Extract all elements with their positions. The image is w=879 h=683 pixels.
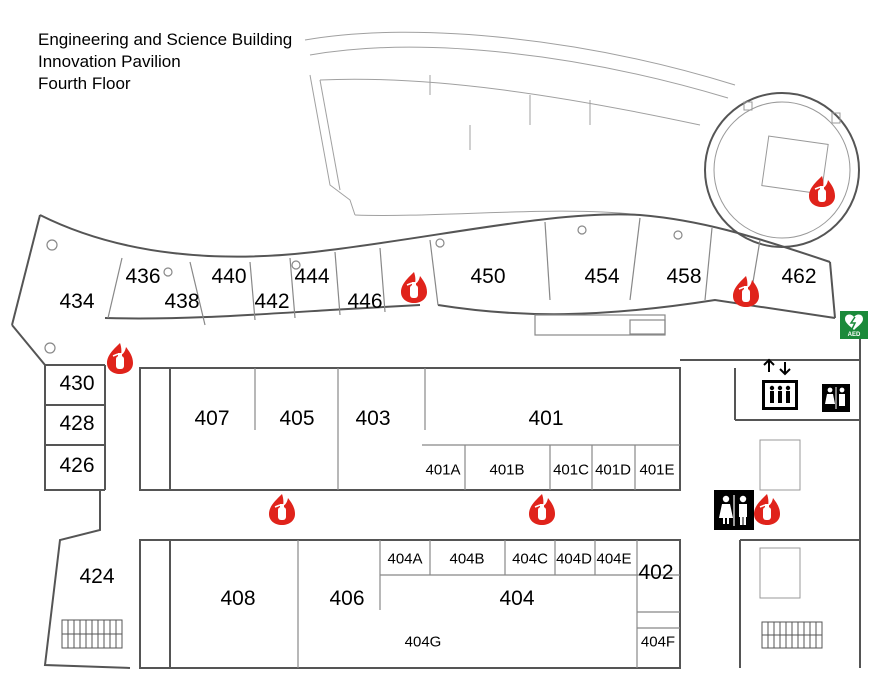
elevator-icon <box>762 358 798 410</box>
room-label: 438 <box>164 290 200 313</box>
round-tower <box>704 92 860 248</box>
building-name: Engineering and Science Building <box>38 30 293 49</box>
fire-extinguisher-icon <box>808 175 836 208</box>
room-label: 401E <box>639 461 675 479</box>
room-label: 401D <box>595 461 631 479</box>
restroom-icon <box>714 490 754 530</box>
room-label: 430 <box>59 372 95 395</box>
aed-sign <box>840 311 868 339</box>
fire-extinguisher-icon <box>268 493 296 526</box>
fire-extinguisher-icon <box>732 275 760 308</box>
room-label: 454 <box>584 265 620 288</box>
pavilion-name: Innovation Pavilion <box>38 52 181 71</box>
fire-extinguisher-icon <box>753 493 781 526</box>
room-label: 458 <box>666 265 702 288</box>
room-label: 402 <box>638 561 674 584</box>
room-label: 401B <box>489 461 525 479</box>
room-label: 424 <box>79 565 115 588</box>
room-label: 404B <box>449 550 485 568</box>
central-block <box>139 367 681 669</box>
room-label: 408 <box>220 587 256 610</box>
fire-extinguisher-icon <box>528 493 556 526</box>
room-label: 407 <box>194 407 230 430</box>
room-label: 450 <box>470 265 506 288</box>
room-label: 406 <box>329 587 365 610</box>
room-label: 436 <box>125 265 161 288</box>
floor-name: Fourth Floor <box>38 74 131 93</box>
room-label: 404 <box>499 587 535 610</box>
room-label: 428 <box>59 412 95 435</box>
central-partitions <box>254 368 680 668</box>
map-title-block: Engineering and Science Building Innovat… <box>38 29 292 95</box>
fire-extinguisher-icon <box>400 271 428 304</box>
room-label: 401A <box>425 461 461 479</box>
room-label: 434 <box>59 290 95 313</box>
room-label: 403 <box>355 407 391 430</box>
fire-extinguisher-icon <box>106 342 134 375</box>
east-core-detail <box>759 380 801 599</box>
stairs-icon <box>61 619 823 649</box>
room-label: 446 <box>347 290 383 313</box>
room-label: 401C <box>553 461 589 479</box>
room-label: 404A <box>387 550 423 568</box>
room-label: 404C <box>512 550 548 568</box>
room-label: 404E <box>596 550 632 568</box>
restroom-icon <box>822 384 850 412</box>
upper-terrace-outline <box>304 31 736 216</box>
room-label: 462 <box>781 265 817 288</box>
north-wing-partitions <box>44 217 761 354</box>
room-label: 444 <box>294 265 330 288</box>
north-wing <box>11 213 836 326</box>
room-label: 401 <box>528 407 564 430</box>
room-label: 404F <box>640 633 676 651</box>
room-label: 426 <box>59 454 95 477</box>
room-label: 405 <box>279 407 315 430</box>
aed-label: AED <box>847 332 861 338</box>
west-wing <box>11 324 131 669</box>
room-label: 440 <box>211 265 247 288</box>
room-label: 442 <box>254 290 290 313</box>
room-label: 404G <box>404 633 442 651</box>
room-label: 404D <box>556 550 592 568</box>
